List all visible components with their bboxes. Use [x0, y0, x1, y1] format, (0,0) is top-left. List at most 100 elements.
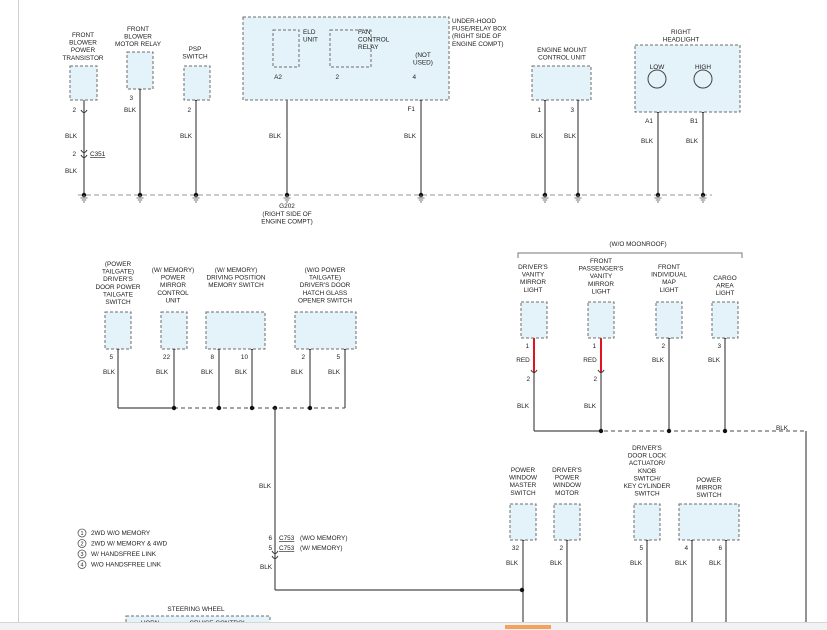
- emcu-label-line-1: ENGINE MOUNT: [537, 47, 587, 54]
- dvml-label-line-3: MIRROR: [520, 279, 546, 286]
- ptdd-label-line-1: (POWER: [105, 261, 132, 268]
- pwms-pin-32: 32: [512, 545, 520, 552]
- emcu-gnd-1: [541, 195, 549, 203]
- c351-term-a: [80, 149, 88, 153]
- dvml-label-line-4: LIGHT: [524, 287, 543, 294]
- psp-label-line-2: SWITCH: [182, 54, 208, 61]
- dpwm-label-line-4: MOTOR: [555, 490, 579, 497]
- dvml-wire-color: BLK: [517, 403, 530, 410]
- dpwm-label-line-1: DRIVER'S: [552, 467, 582, 474]
- dpms-label-line-2: DRIVING POSITION: [207, 275, 266, 282]
- fpvml-label-line-4: MIRROR: [588, 281, 614, 288]
- eld-wire-color: BLK: [269, 133, 282, 140]
- fcr-box: [329, 29, 372, 68]
- pwms-box: [509, 503, 537, 541]
- legend-2-num: 2: [80, 542, 83, 548]
- g202-note-line-2: ENGINE COMPT): [261, 219, 312, 226]
- ddla-box: [633, 503, 661, 541]
- c753-pin-6: 6: [268, 535, 272, 542]
- emcu-wire-color-1: BLK: [531, 133, 544, 140]
- pwms-label-line-4: SWITCH: [510, 490, 536, 497]
- legend-text-4: W/O HANDSFREE LINK: [91, 562, 162, 569]
- pmcu-pin-22: 22: [163, 354, 171, 361]
- dvml-pin-2: 2: [526, 376, 530, 383]
- rhl-box: [634, 44, 741, 113]
- pms-label-line-1: POWER: [697, 477, 722, 484]
- hgos-label-line-2: TAILGATE): [309, 275, 341, 282]
- fpvml-wire-color: BLK: [584, 403, 597, 410]
- pmcu-label-line-1: (W/ MEMORY): [152, 267, 194, 274]
- legend-text-1: 2WD W/O MEMORY: [91, 530, 151, 537]
- moonroof-bracket: [517, 252, 743, 258]
- dvml-pin-1: 1: [525, 343, 529, 350]
- pms-label-line-2: MIRROR: [696, 485, 722, 492]
- c753-term-b: [271, 555, 279, 559]
- fpvml-label-line-2: PASSENGER'S: [579, 266, 624, 273]
- fiml-bus-dot: [666, 428, 672, 434]
- fbmr-label-line-2: BLOWER: [124, 34, 152, 41]
- fiml-box: [655, 301, 683, 339]
- pms-wire-color-4: BLK: [675, 560, 688, 567]
- c753-trunk-color: BLK: [259, 483, 272, 490]
- rhl-wire-color-a1: BLK: [641, 138, 654, 145]
- ddla-label-line-2: DOOR LOCK: [628, 453, 667, 460]
- fbpt-pin-2: 2: [72, 107, 76, 114]
- psp-label-line-1: PSP: [189, 46, 202, 53]
- eld-box: [272, 29, 300, 68]
- ddla-label-line-1: DRIVER'S: [632, 445, 662, 452]
- dpwm-wire-color: BLK: [550, 560, 563, 567]
- hgos-label-line-5: OPENER SWITCH: [298, 297, 352, 304]
- fpvml-label-line-1: FRONT: [590, 258, 612, 265]
- ptdd-box: [104, 311, 132, 350]
- legend-2-circle: [77, 539, 87, 548]
- dpms-bus-dot-8: [216, 405, 222, 411]
- fbpt-term: [80, 109, 88, 113]
- fbmr-box: [126, 51, 154, 90]
- f1-name: F1: [408, 106, 416, 113]
- rhl-low-label: LOW: [650, 64, 666, 71]
- c351-name: C351: [90, 151, 106, 158]
- emcu-pin-1: 1: [537, 107, 541, 114]
- psp-gnd: [192, 195, 200, 203]
- emcu-box: [531, 65, 592, 101]
- dvml-red-color: RED: [516, 357, 530, 364]
- hgos-label-line-1: (W/O POWER: [305, 267, 346, 274]
- pwms-label-line-3: MASTER: [510, 482, 537, 489]
- c753-pin-5: 5: [268, 545, 272, 552]
- legend-4-circle: [77, 560, 87, 569]
- fpvml-label-line-3: VANITY: [590, 273, 613, 280]
- ddla-label-line-3: ACTUATOR/: [629, 460, 666, 467]
- cal-wire-color: BLK: [708, 357, 721, 364]
- eld-label-line-2: UNIT: [303, 37, 318, 44]
- fbmr-wire-color: BLK: [124, 107, 137, 114]
- eld-gnd: [283, 195, 291, 203]
- cal-label-line-1: CARGO: [713, 275, 736, 282]
- fpvml-term: [597, 369, 605, 373]
- fpvml-bus-dot: [598, 428, 604, 434]
- ddla-pin-5: 5: [639, 545, 643, 552]
- emcu-gnd-3: [574, 195, 582, 203]
- rhl-label-line-1: RIGHT: [671, 29, 691, 36]
- fbpt-wire-color-1: BLK: [65, 133, 78, 140]
- component-boxes-layer: [69, 16, 741, 629]
- legend-3-circle: [77, 549, 87, 559]
- c753-name-6: C753: [279, 535, 295, 542]
- psp-pin-2: 2: [187, 107, 191, 114]
- fcr-label-line-1: FAN: [358, 29, 371, 36]
- rhl-label-line-2: HEADLIGHT: [663, 37, 700, 44]
- fiml-label-line-1: FRONT: [658, 264, 680, 271]
- steering-wheel-label: STEERING WHEEL: [167, 606, 225, 613]
- c753-note-5: (W/ MEMORY): [300, 545, 342, 552]
- c351-pin: 2: [72, 151, 76, 158]
- ptdd-label-line-3: DRIVER'S: [103, 276, 133, 283]
- cal-box: [711, 301, 739, 339]
- dpms-pin-10: 10: [241, 354, 249, 361]
- rhl-gnd-a1: [654, 195, 662, 203]
- fiml-label-line-3: MAP: [662, 279, 676, 286]
- psp-wire-color: BLK: [180, 133, 193, 140]
- ptdd-label-line-6: SWITCH: [105, 299, 131, 306]
- hgos-box: [294, 311, 357, 350]
- pwms-wire-color: BLK: [506, 560, 519, 567]
